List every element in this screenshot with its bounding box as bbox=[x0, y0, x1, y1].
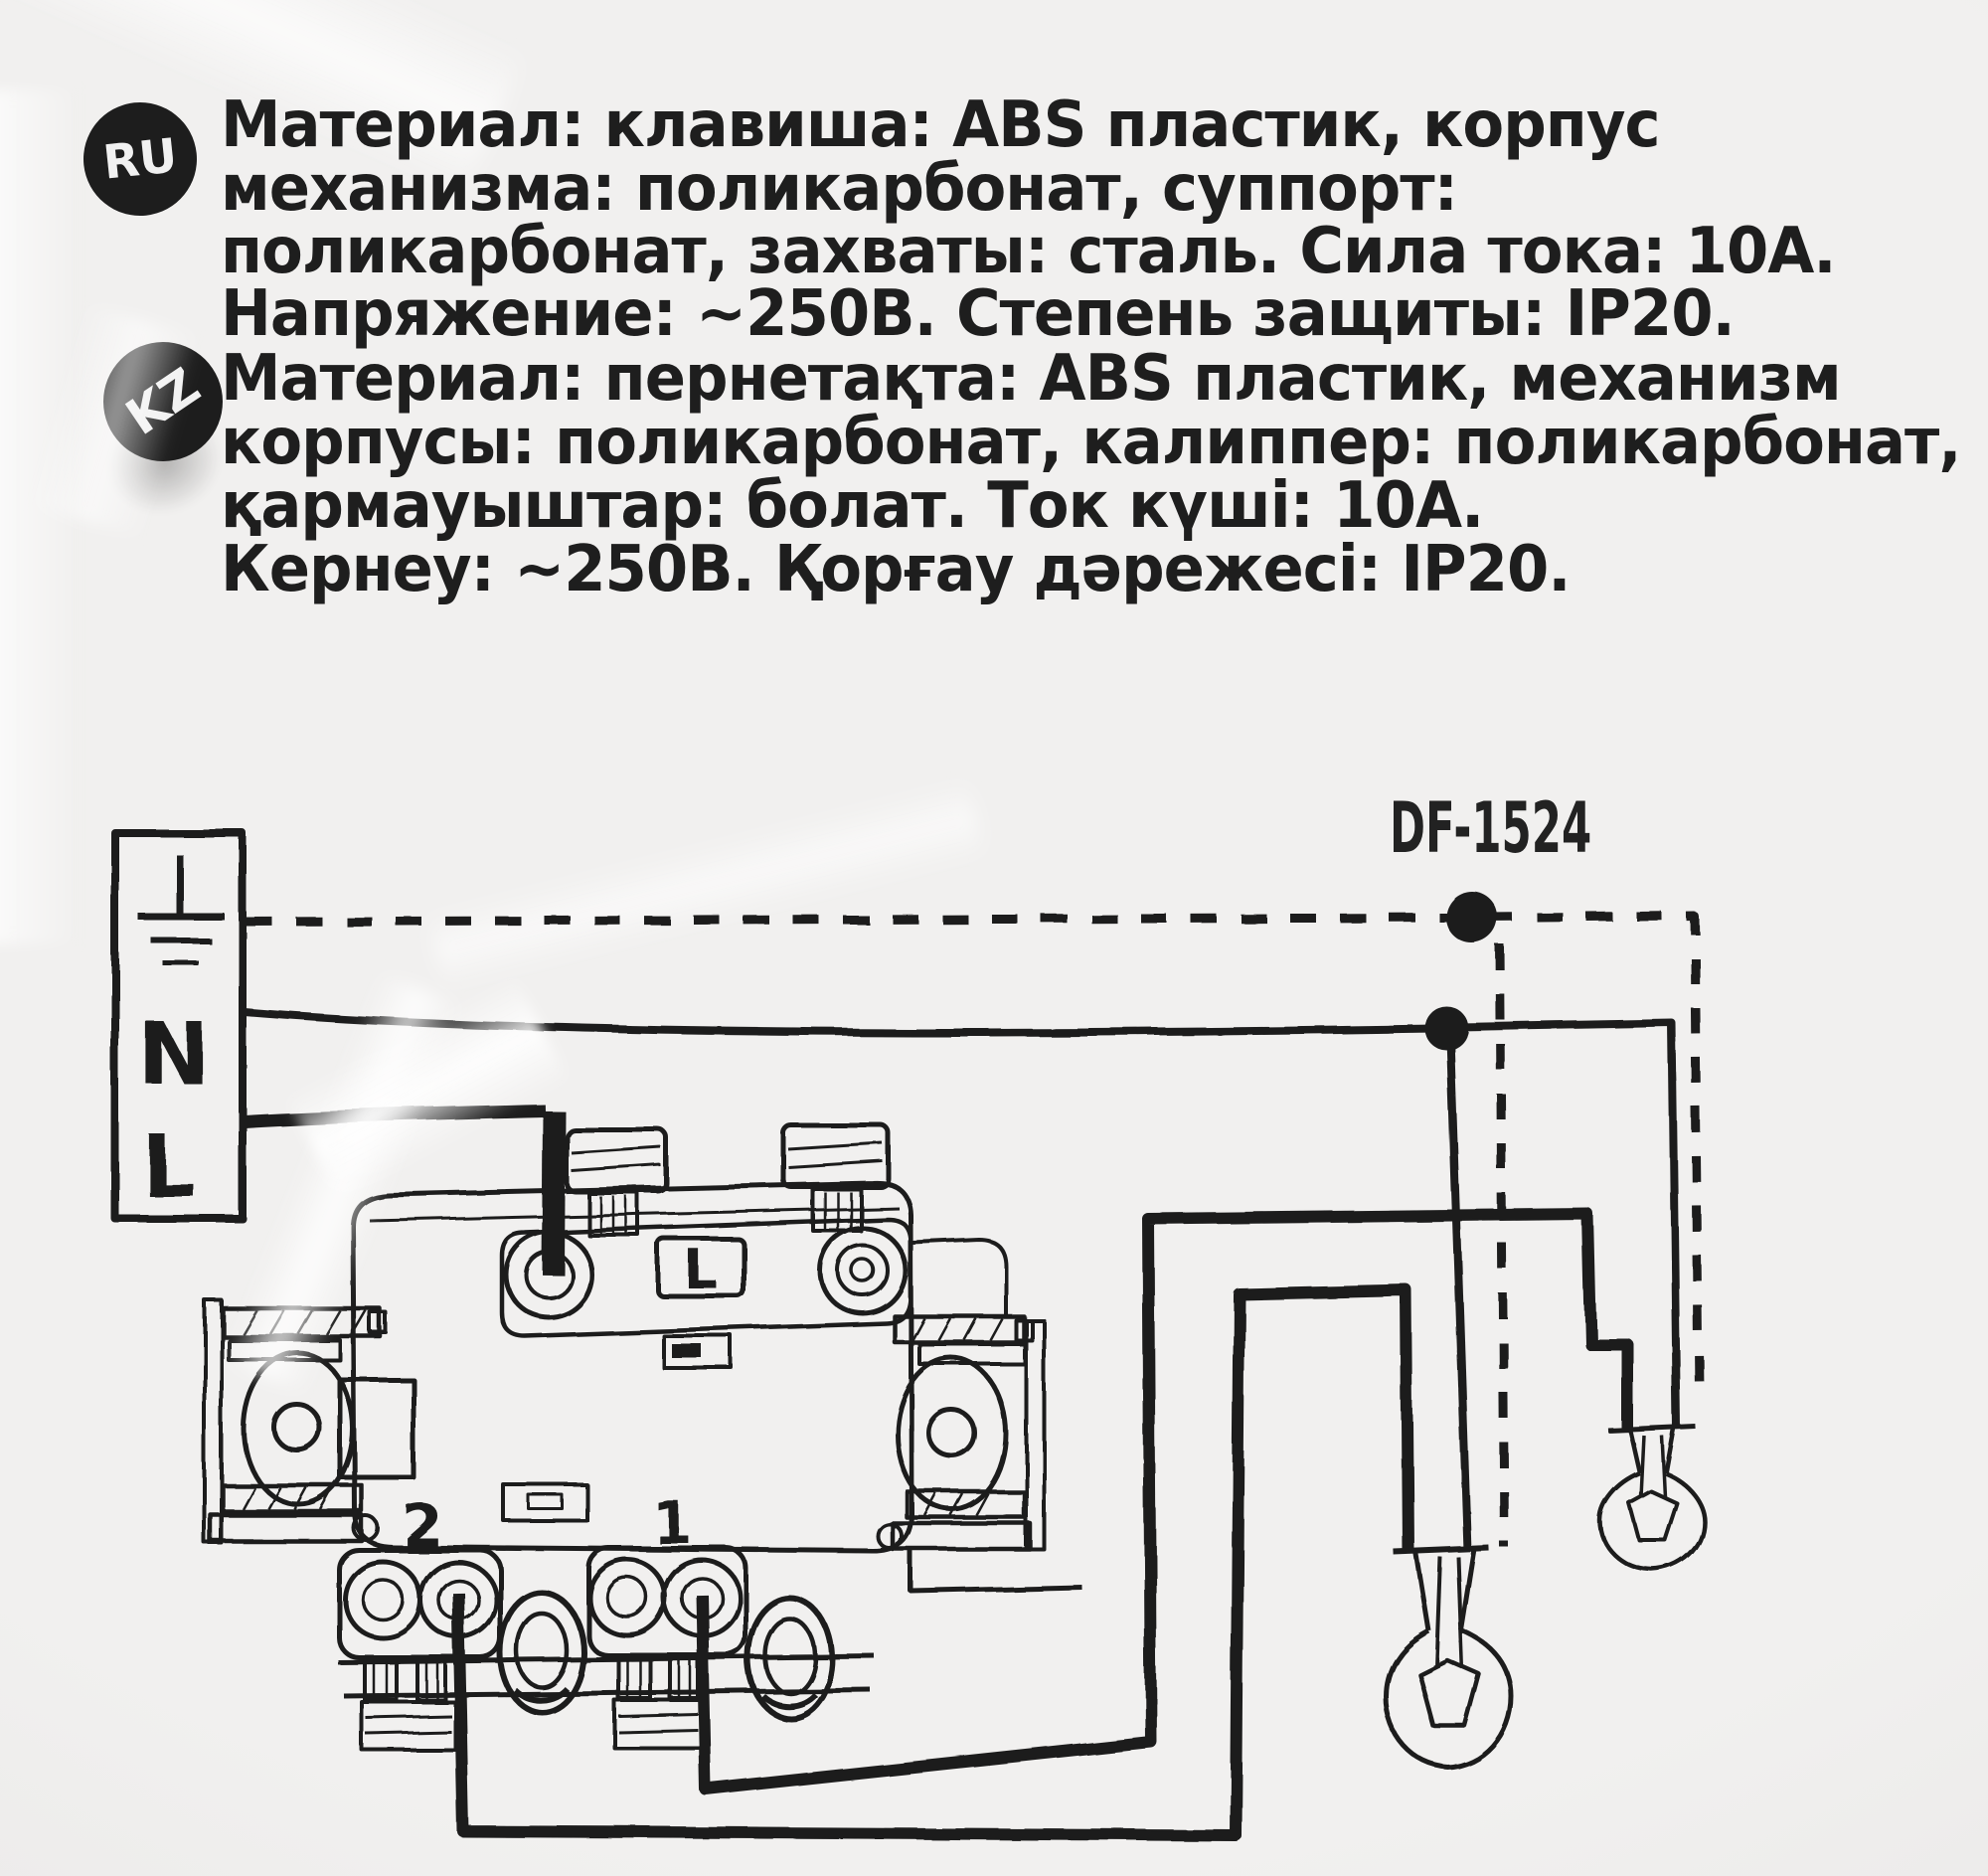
bulb-outline bbox=[1597, 1470, 1707, 1573]
neutral-branch-to-left-lamp bbox=[1446, 1037, 1471, 1552]
ru-spec-line-1: Материал: клавиша: ABS пластик, корпус bbox=[221, 88, 1661, 162]
common-screw-right bbox=[817, 1225, 909, 1316]
lamp-left bbox=[1383, 1545, 1514, 1771]
filament bbox=[1416, 1657, 1482, 1729]
output-terminal-1 bbox=[585, 1545, 748, 1750]
lamp-right bbox=[1597, 1424, 1707, 1573]
terminal-1-label: 1 bbox=[652, 1489, 692, 1557]
ru-spec-line-2: механизма: поликарбонат, суппорт: bbox=[221, 152, 1458, 226]
ru-spec-line-3: поликарбонат, захваты: сталь. Сила тока:… bbox=[221, 215, 1837, 288]
ru-spec-line-4: Напряжение: ~250В. Степень защиты: IP20. bbox=[221, 277, 1736, 351]
switched-wire-1 bbox=[696, 1208, 1633, 1795]
ground-branch-to-left-lamp bbox=[1495, 943, 1509, 1548]
terminal-2-label: 2 bbox=[402, 1491, 441, 1559]
model-number: DF-1524 bbox=[1390, 787, 1592, 869]
kz-spec-line-3: қармауыштар: болат. Ток күші: 10А. bbox=[221, 469, 1484, 543]
ground-junction-dot bbox=[1446, 892, 1498, 943]
earth-ground-icon bbox=[138, 855, 225, 966]
mounting-claw-left bbox=[203, 1298, 416, 1545]
clamp-left bbox=[564, 1126, 669, 1237]
common-screw-left bbox=[503, 1229, 594, 1320]
neutral-wire bbox=[244, 1008, 1681, 1552]
mounting-screw-right-of-1 bbox=[746, 1596, 835, 1721]
switched-wire-2 bbox=[452, 1284, 1414, 1841]
mounting-screw-center bbox=[497, 1590, 586, 1715]
kz-spec-line-2: корпусы: поликарбонат, калиппер: поликар… bbox=[221, 406, 1961, 479]
bridge-strap bbox=[499, 1216, 913, 1339]
box-line-label: L bbox=[141, 1117, 196, 1217]
filament bbox=[1627, 1489, 1679, 1542]
ground-wire bbox=[246, 911, 1704, 1548]
l-terminal-label-box bbox=[655, 1236, 746, 1299]
box-neutral-label: N bbox=[138, 1005, 210, 1105]
kz-spec-line-4: Кернеу: ~250В. Қорғау дәрежесі: IP20. bbox=[221, 533, 1571, 606]
switch-common-label: L bbox=[684, 1239, 718, 1301]
neutral-junction-dot bbox=[1424, 1006, 1468, 1050]
bulb-outline bbox=[1383, 1627, 1514, 1771]
clamp-right bbox=[780, 1122, 892, 1233]
mounting-claw-right bbox=[876, 1238, 1082, 1594]
kz-spec-line-1: Материал: пернетақта: ABS пластик, механ… bbox=[221, 342, 1842, 416]
output-terminal-2 bbox=[336, 1547, 503, 1752]
